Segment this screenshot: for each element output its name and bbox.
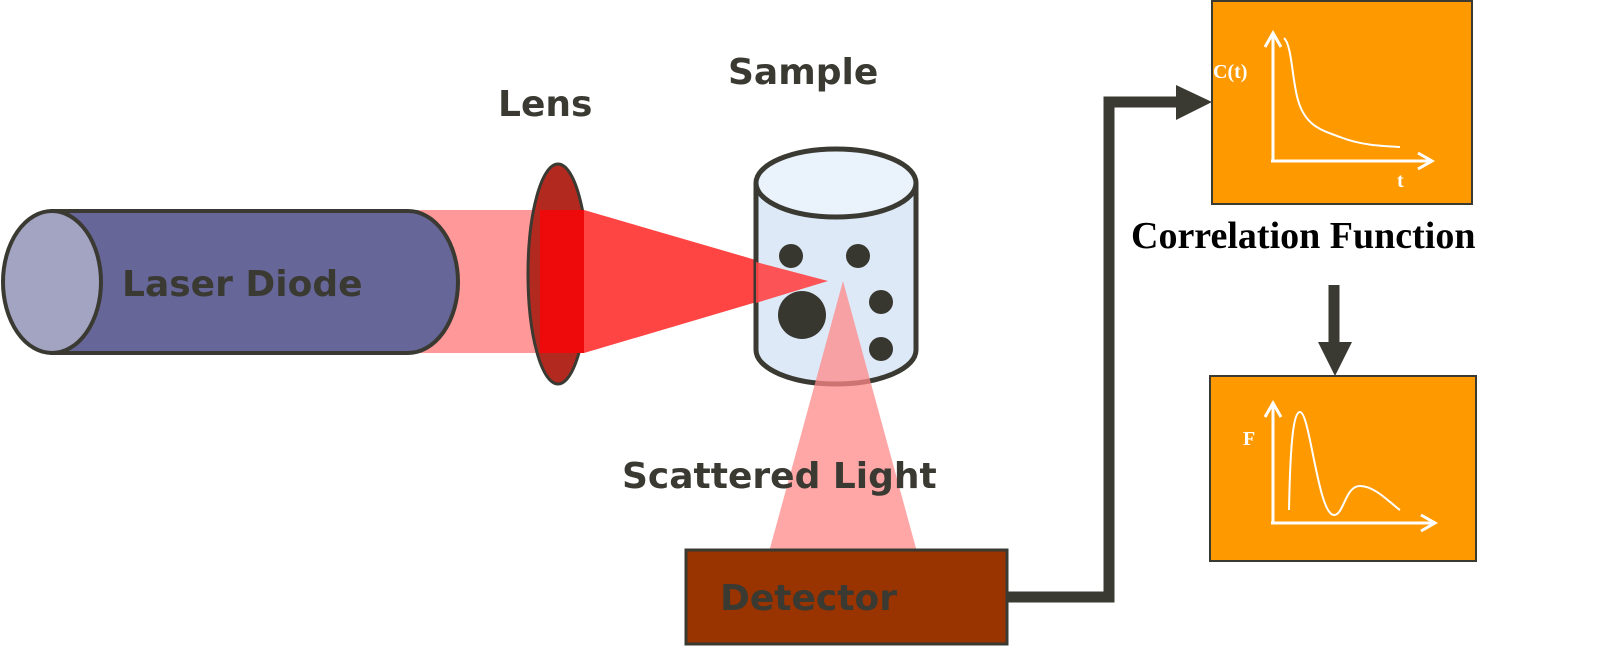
down-arrow-head [1318, 342, 1352, 376]
particle [779, 244, 803, 268]
detector: Detector [684, 548, 1009, 646]
laser-diode: Laser Diode [1, 209, 460, 355]
detector-box [684, 548, 1009, 646]
signal-arrowhead [1176, 85, 1212, 120]
detector-label: Detector [720, 578, 897, 619]
laser-end-cap [1, 209, 103, 355]
sample-top [753, 146, 919, 220]
particle [846, 244, 870, 268]
distribution-panel: F [1209, 375, 1477, 562]
correlation-y-arrow [1263, 29, 1283, 48]
distribution-curve [1288, 410, 1401, 517]
scattered-light-cone [769, 281, 917, 552]
distribution-x-arrow [1420, 513, 1439, 533]
laser-diode-label: Laser Diode [122, 264, 363, 305]
correlation-x-arrow [1417, 151, 1436, 171]
particle [869, 337, 893, 361]
laser-body [50, 209, 460, 355]
particle [778, 291, 826, 339]
correlation-panel: C(t) t [1211, 0, 1473, 205]
particle [869, 290, 893, 314]
scattered-light-label: Scattered Light [622, 456, 937, 497]
correlation-curve [1283, 37, 1401, 148]
distribution-y-label: F [1243, 428, 1255, 450]
focused-beam [584, 210, 828, 353]
sample-label: Sample [728, 52, 878, 93]
correlation-function-label: Correlation Function [1131, 215, 1475, 257]
lens-label: Lens [498, 84, 592, 125]
correlation-y-label: C(t) [1213, 61, 1247, 83]
signal-connector [1007, 96, 1180, 603]
beam-in-sample [756, 262, 828, 303]
correlation-x-label: t [1397, 170, 1404, 192]
distribution-y-arrow [1263, 399, 1283, 418]
lens-beam-core [540, 210, 584, 353]
sample-cuvette [753, 146, 919, 387]
correlation-panel-box [1211, 0, 1473, 205]
distribution-panel-box [1209, 375, 1477, 562]
